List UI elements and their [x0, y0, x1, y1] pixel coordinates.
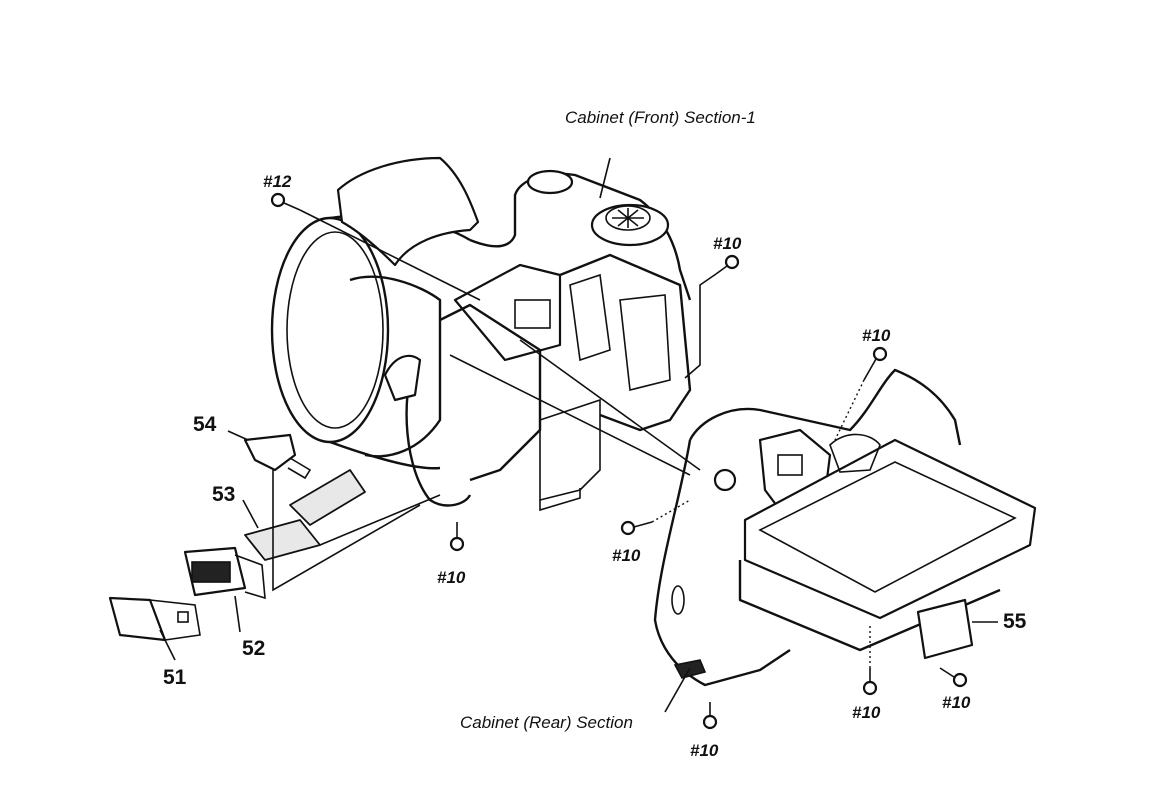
shutter-button [526, 169, 574, 195]
rear-cabinet-assembly [653, 368, 1037, 687]
screw-label-10-rear-left: #10 [612, 546, 641, 565]
screw-label-12: #12 [263, 172, 292, 191]
part-label-51: 51 [163, 666, 187, 689]
dotted-screw-guide-1 [651, 499, 691, 523]
leader-lines [159, 157, 998, 713]
frame-cutout-1 [569, 273, 611, 362]
screw-icon-10-front-bottom [449, 522, 465, 552]
leader-12 [299, 209, 481, 301]
screw-label-10-rear-bottom: #10 [690, 741, 719, 760]
screw-icon-10-rear-top [863, 346, 888, 381]
screw-icon-10-rear-left [620, 520, 653, 536]
lens-inner-ring [286, 231, 384, 429]
lens-barrel-bottom [329, 440, 441, 470]
frame-cutout-2 [619, 294, 671, 391]
screw-icon-10-rear-bottom [702, 702, 718, 730]
screw-label-10-rear-top: #10 [862, 326, 891, 345]
lens-body [349, 275, 442, 458]
screw-label-10-top-right: #10 [713, 234, 742, 253]
screw-label-10-front-bottom: #10 [437, 568, 466, 587]
part-52-port [191, 561, 231, 583]
small-parts [108, 433, 974, 660]
part-52-hinge [234, 554, 266, 600]
frame-tab [539, 488, 581, 512]
screw-icon-10-plate [939, 667, 968, 688]
assembly-line-1 [449, 354, 691, 476]
cabinet-front-label: Cabinet (Front) Section-1 [565, 108, 756, 127]
flash-popup [336, 156, 480, 267]
screw-icon-12 [270, 192, 301, 211]
part-51-latch [177, 611, 189, 623]
lens-release-tab [383, 354, 422, 402]
part-label-53: 53 [212, 483, 235, 506]
part-54-bracket [243, 433, 297, 472]
lcd-screen [758, 461, 1017, 593]
frame-lower-plate [539, 398, 601, 502]
part-label-54: 54 [193, 413, 217, 436]
part-53-flex-upper [289, 469, 366, 526]
strap-lug [671, 585, 685, 615]
leader-54 [227, 430, 249, 441]
mode-dial-top [605, 205, 651, 231]
assembly-line-4 [319, 494, 441, 546]
viewfinder-housing [453, 263, 562, 362]
part-55-plate [916, 598, 974, 660]
part-label-55: 55 [1003, 610, 1027, 633]
rear-dial [713, 468, 737, 492]
part-51-side [149, 599, 201, 641]
text-labels: Cabinet (Front) Section-1 Cabinet (Rear)… [163, 108, 1027, 760]
screw-label-10-plate: #10 [942, 693, 971, 712]
screw-label-10-base: #10 [852, 703, 881, 722]
part-51-lid [108, 596, 167, 642]
part-label-52: 52 [242, 637, 265, 660]
leader-cabinet-rear [664, 667, 691, 713]
front-frame-left [439, 303, 542, 482]
leader-53 [242, 499, 259, 529]
front-frame-right [559, 253, 692, 432]
dotted-screw-guide-2 [834, 379, 865, 441]
leader-51 [159, 629, 176, 661]
viewfinder-window [514, 299, 551, 329]
assembly-line-2 [519, 339, 701, 471]
mode-dial [590, 203, 670, 247]
lens-front-ring [270, 216, 390, 444]
rear-top-outline [688, 368, 962, 446]
screw-icons [270, 192, 968, 730]
assembly-line-3 [272, 470, 421, 592]
mode-dial-pattern [612, 208, 644, 228]
leader-cabinet-front [599, 157, 611, 199]
leader-10-top-right [684, 273, 717, 379]
leader-52 [234, 595, 241, 633]
screw-icon-10-base [862, 668, 878, 696]
screw-icon-10-top-right [715, 254, 740, 275]
rear-button-cluster [829, 433, 881, 473]
front-cabinet-assembly [270, 156, 692, 512]
part-54-spring [287, 457, 312, 480]
lcd-monitor-panel [743, 438, 1037, 620]
cabinet-rear-label: Cabinet (Rear) Section [460, 713, 633, 732]
rear-viewfinder-window [777, 454, 803, 476]
